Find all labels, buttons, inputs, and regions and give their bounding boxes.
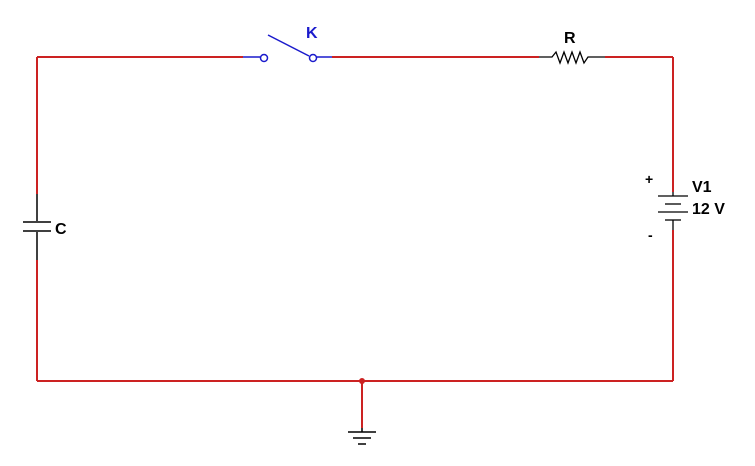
- wires: [36, 56, 674, 428]
- capacitor-c: [23, 194, 51, 260]
- junction-node: [359, 378, 365, 384]
- resistor-label: R: [564, 30, 576, 47]
- ground-icon: [348, 428, 376, 445]
- battery-v1: [658, 192, 688, 230]
- switch-blade: [267, 34, 310, 57]
- capacitor-label: C: [55, 221, 67, 238]
- battery-plus-sign: +: [645, 171, 653, 187]
- switch-label: K: [306, 25, 318, 42]
- resistor-zigzag: [539, 50, 605, 65]
- resistor-r: [539, 50, 605, 65]
- battery-minus-sign: -: [648, 227, 653, 243]
- switch-contact-right: [308, 53, 318, 63]
- switch-k: [243, 34, 332, 63]
- switch-contact-left: [259, 53, 269, 63]
- battery-name: V1: [692, 179, 712, 196]
- battery-value: 12 V: [692, 201, 725, 218]
